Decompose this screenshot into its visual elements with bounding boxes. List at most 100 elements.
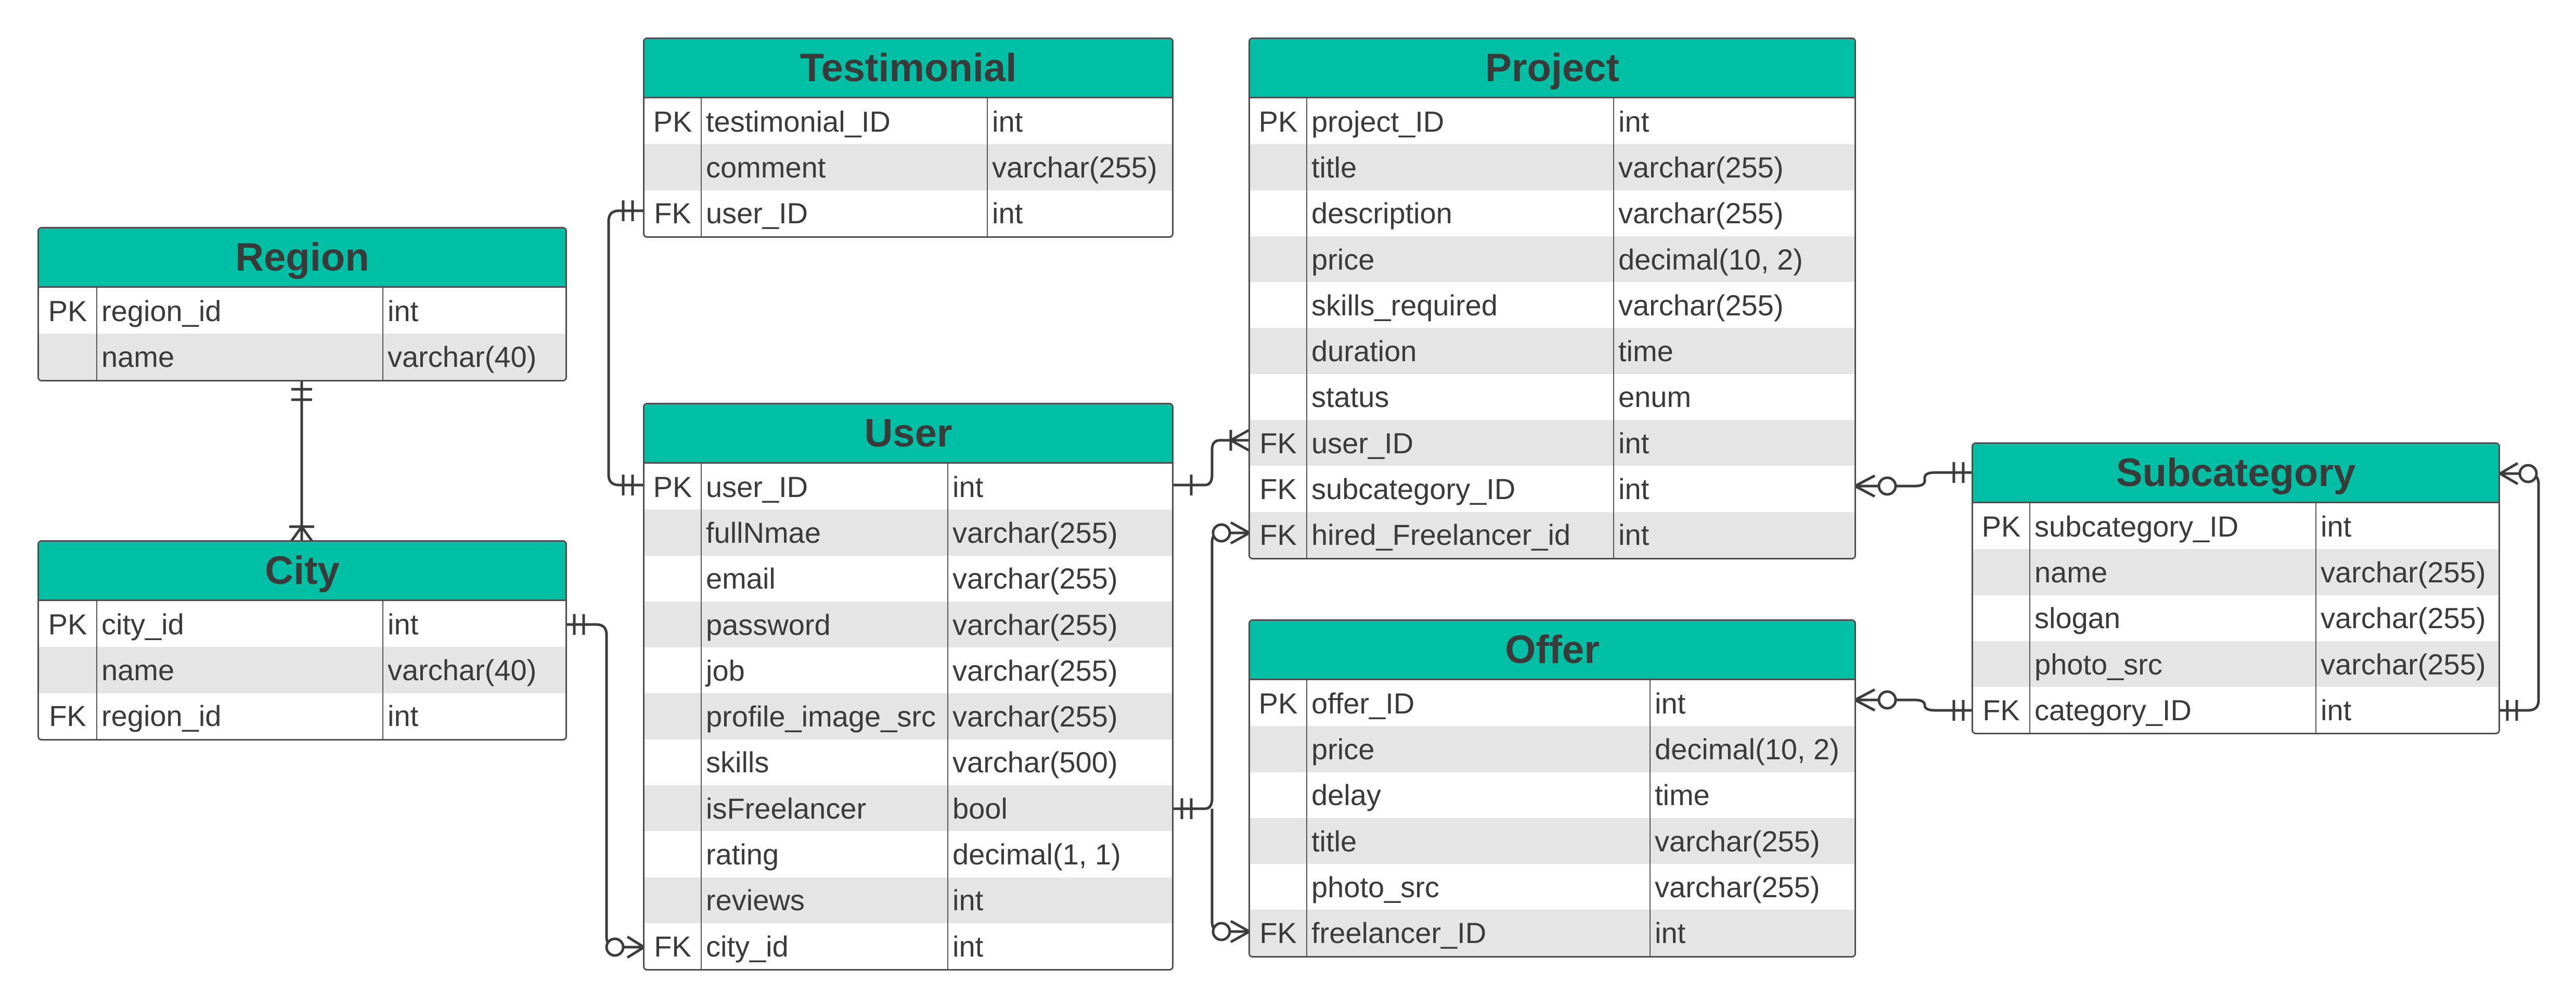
column-name: duration [1307,328,1614,374]
table-title: Project [1250,39,1854,98]
column-type: varchar(40) [388,653,537,686]
column-name: photo_src [2030,641,2316,687]
column-key: PK [1973,503,2030,550]
column-type: time [1618,335,1673,368]
column-key [645,555,702,602]
column-name: description [1307,190,1614,236]
column-name: profile_image_src [702,693,948,740]
column-name: region_id [97,288,383,334]
column-name: user_ID [702,190,988,236]
table-title: Subcategory [1973,444,2498,503]
column-key [1250,818,1307,864]
column-type: varchar(255) [1618,150,1784,184]
column-name: name [2030,549,2316,595]
column-name: city_id [702,923,948,970]
column-key: FK [1250,512,1307,558]
column-key [1250,374,1307,420]
column-type: int [1655,686,1686,720]
column-key [1250,282,1307,328]
column-type: varchar(255) [952,516,1118,549]
column-key [1973,549,2030,595]
column-type: int [952,884,984,917]
column-key: FK [1250,466,1307,512]
column-name: password [702,601,948,648]
column-type: int [388,607,419,641]
table-title: User [645,404,1172,464]
column-type: enum [1618,380,1692,414]
column-key: PK [39,601,97,647]
column-type: int [2321,509,2352,543]
column-type: varchar(255) [2321,555,2486,589]
column-name: category_ID [2030,687,2316,733]
column-name: job [702,647,948,694]
column-name: freelancer_ID [1307,910,1651,956]
column-type: varchar(255) [952,608,1118,641]
column-name: price [1307,236,1614,283]
column-name: skills_required [1307,282,1614,328]
connector-subcategory-project [1854,462,1973,498]
column-key: FK [1973,687,2030,733]
connector-region-city [289,381,314,542]
column-type: varchar(255) [1618,197,1784,230]
column-name: title [1307,818,1651,864]
column-type: varchar(500) [952,746,1118,779]
column-key [645,647,702,694]
column-key [1973,641,2030,687]
column-type: int [1618,518,1650,552]
column-type: time [1655,779,1710,812]
column-type: varchar(255) [2321,647,2486,681]
column-type: int [388,294,419,327]
